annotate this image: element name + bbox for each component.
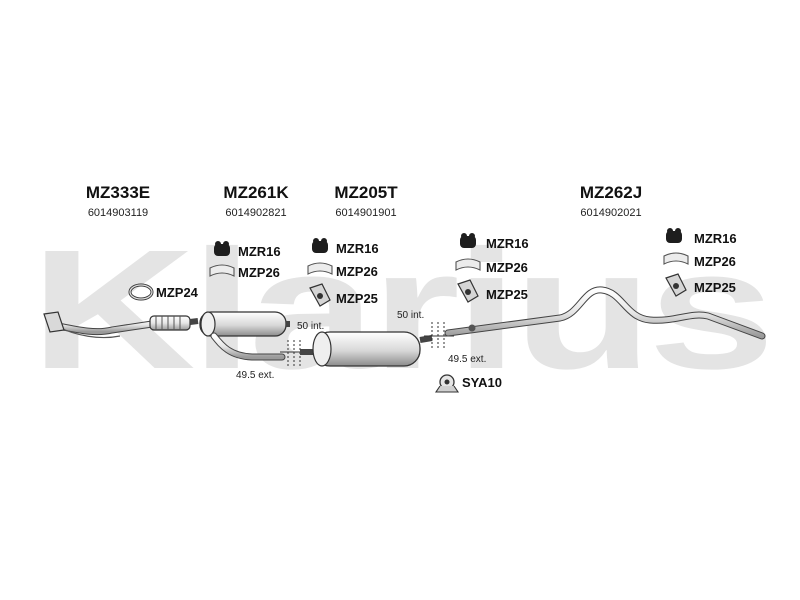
clamp-icon: [128, 283, 154, 301]
part-number-3: 6014901901: [335, 207, 396, 219]
hanger-pin: [468, 324, 476, 332]
part-code-2: MZ261K: [223, 183, 289, 202]
bracket-icon: [457, 279, 479, 303]
label-mzp26-c: MZP26: [486, 260, 528, 275]
label-mzp25-c: MZP25: [486, 287, 528, 302]
part-number-1: 6014903119: [88, 207, 148, 219]
label-mzr16-d: MZR16: [694, 231, 737, 246]
tail-pipe: [444, 286, 766, 340]
label-mzp24: MZP24: [156, 285, 199, 300]
dimension-int-1: 50 int.: [297, 321, 324, 332]
label-mzp26-a: MZP26: [238, 265, 280, 280]
flex-joint: [149, 315, 191, 331]
bracket-icon: [665, 273, 687, 297]
clip-icon: [307, 262, 333, 275]
part-number-4: 6014902021: [580, 207, 641, 219]
hanger-icon: [434, 374, 460, 393]
part-number-2: 6014902821: [225, 207, 286, 219]
part-code-3: MZ205T: [334, 183, 398, 202]
label-mzp26-d: MZP26: [694, 254, 736, 269]
dimension-int-2: 50 int.: [397, 310, 424, 321]
flange: [43, 311, 65, 333]
rear-silencer: [300, 331, 433, 367]
bracket-icon: [309, 283, 331, 307]
label-mzp25-d: MZP25: [694, 280, 736, 295]
part-code-1: MZ333E: [86, 183, 150, 202]
part-code-4: MZ262J: [580, 183, 642, 202]
dimension-ext-2: 49.5 ext.: [448, 354, 486, 365]
rubber-mount-icon: [666, 228, 682, 243]
label-mzr16-c: MZR16: [486, 236, 529, 251]
watermark-logo: Klarius: [30, 215, 770, 405]
clip-icon: [209, 264, 235, 277]
label-sya10: SYA10: [462, 375, 502, 390]
label-mzp26-b: MZP26: [336, 264, 378, 279]
rubber-mount-icon: [214, 241, 230, 256]
label-mzp25-b: MZP25: [336, 291, 378, 306]
label-mzr16-b: MZR16: [336, 241, 379, 256]
centre-silencer: [199, 311, 290, 361]
dimension-ext-1: 49.5 ext.: [236, 370, 274, 381]
rubber-mount-icon: [460, 233, 476, 248]
clip-icon: [663, 252, 689, 265]
rubber-mount-icon: [312, 238, 328, 253]
clip-icon: [455, 258, 481, 271]
front-pipe: [43, 311, 199, 339]
label-mzr16-a: MZR16: [238, 244, 281, 259]
